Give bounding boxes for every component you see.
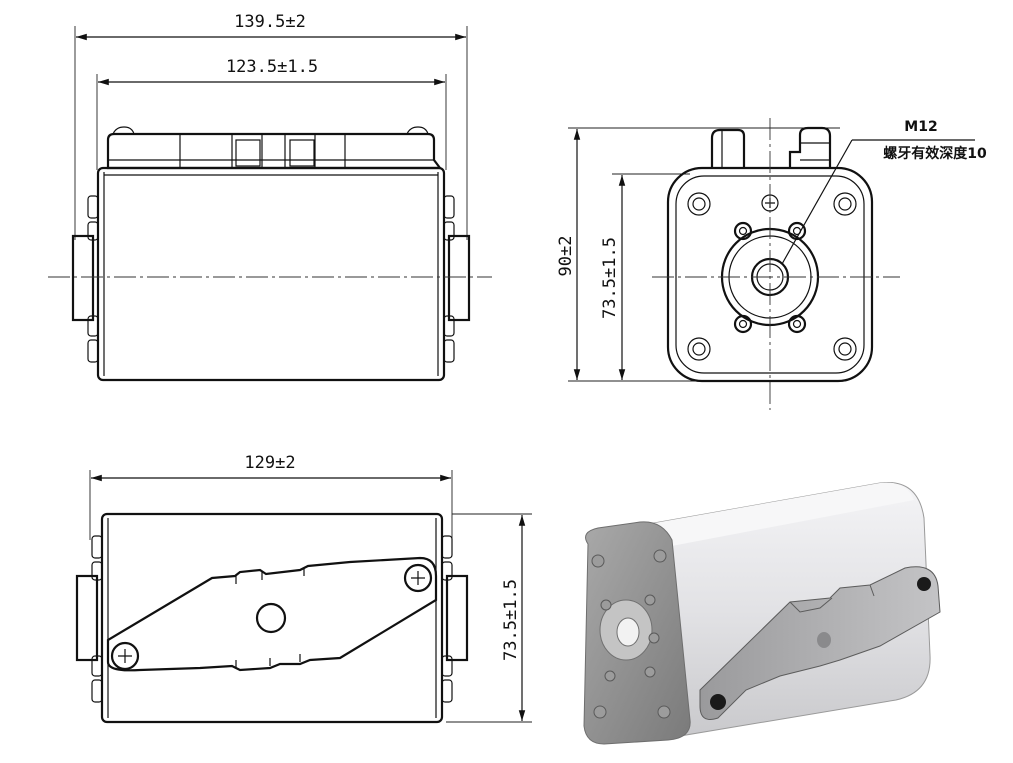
front-view: 139.5±2 123.5±1.5 [48,12,492,382]
screw-head [112,126,135,135]
phillips-screw [403,563,433,593]
left-terminal [71,234,95,322]
handle-right [788,126,832,168]
screw-head [406,126,429,135]
handle-left [710,128,746,168]
phillips-screw [110,641,140,671]
dim-front-overall-width: 139.5±2 [234,12,306,32]
plate-hole [255,602,287,634]
thread-depth-note: 螺牙有效深度10 [883,145,987,162]
isometric-render [583,481,941,745]
thread-size-note: M12 [904,119,937,135]
dim-side-body-height: 73.5±1.5 [600,237,620,319]
dim-front-body-width: 123.5±1.5 [226,57,318,77]
bottom-body [100,512,444,724]
leader-line [781,139,853,265]
fuse-body [96,166,446,382]
top-plate [106,132,443,170]
side-view: 90±2 73.5±1.5 [556,118,975,410]
diagonal-link-plate [106,556,438,672]
corner-screw [687,192,857,361]
dim-bottom-width: 129±2 [244,453,295,473]
bottom-view: 129±2 73.5±1.5 [75,453,532,724]
right-terminal [447,234,471,322]
dim-side-overall-height: 90±2 [556,236,576,277]
dim-bottom-height: 73.5±1.5 [501,579,521,661]
